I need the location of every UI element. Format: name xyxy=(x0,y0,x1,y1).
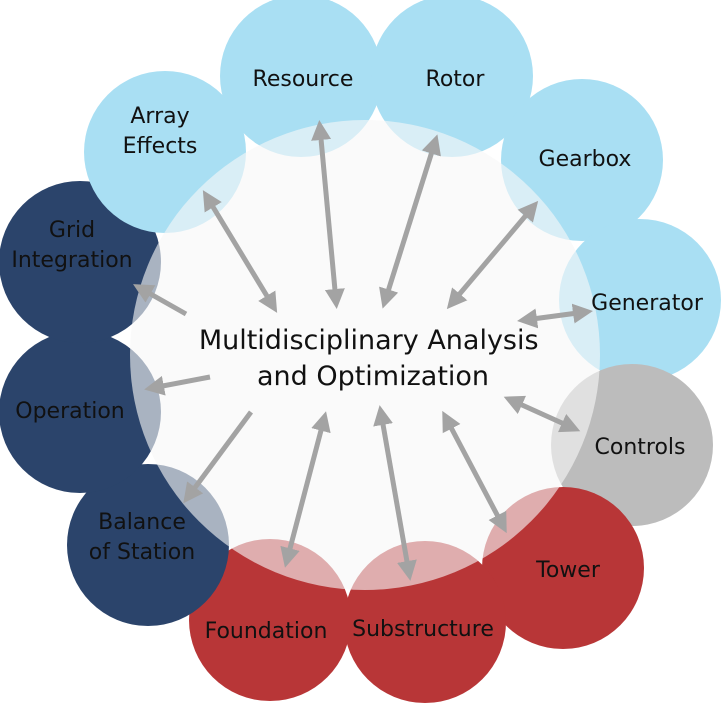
array-effects-label-line-2: Effects xyxy=(123,134,198,159)
resource-arrow xyxy=(311,120,345,309)
generator-label-line-1: Generator xyxy=(591,291,704,316)
tower-label-line-1: Tower xyxy=(535,558,601,583)
center-label-line-1: Multidisciplinary Analysis xyxy=(199,325,539,356)
controls-label-line-1: Controls xyxy=(595,435,686,460)
substructure-arrow xyxy=(373,405,417,581)
rotor-arrow xyxy=(379,134,441,309)
rotor-circle xyxy=(371,0,533,157)
operation-arrow xyxy=(144,374,211,396)
rotor-label: Rotor xyxy=(426,67,486,92)
resource-label: Resource xyxy=(253,67,354,92)
grid-integration-label-line-2: Integration xyxy=(11,248,132,273)
gearbox-arrow xyxy=(446,200,539,310)
gearbox-label: Gearbox xyxy=(539,147,632,172)
controls-arrow xyxy=(503,395,581,433)
array-effects-arrow xyxy=(202,190,278,313)
operation-label: Operation xyxy=(15,399,124,424)
tower-label: Tower xyxy=(535,558,601,583)
balance-of-station-label: Balance of Station xyxy=(89,510,195,565)
grid-integration-circle xyxy=(0,181,161,343)
substructure-label: Substructure xyxy=(352,617,494,642)
foundation-label: Foundation xyxy=(205,619,328,644)
gearbox-label-line-1: Gearbox xyxy=(539,147,632,172)
generator-label: Generator xyxy=(591,291,704,316)
arrows xyxy=(133,120,593,581)
operation-label-line-1: Operation xyxy=(15,399,124,424)
center-label-line-2: and Optimization xyxy=(257,361,489,392)
generator-arrow xyxy=(517,303,593,329)
balance-of-station-arrow xyxy=(183,410,254,504)
foundation-label-line-1: Foundation xyxy=(205,619,328,644)
foundation-arrow xyxy=(280,411,331,568)
balance-of-station-label-line-1: Balance xyxy=(98,510,186,535)
resource-label-line-1: Resource xyxy=(253,67,354,92)
node-labels: Resource RotorGearboxGeneratorControlsTow… xyxy=(11,67,703,644)
substructure-label-line-1: Substructure xyxy=(352,617,494,642)
center-label: Multidisciplinary Analysis and Optimizat… xyxy=(199,325,547,392)
grid-integration-label-line-1: Grid xyxy=(49,218,95,243)
rotor-label-line-1: Rotor xyxy=(426,67,486,92)
resource-circle xyxy=(220,0,382,157)
controls-label: Controls xyxy=(595,435,686,460)
balance-of-station-label-line-2: of Station xyxy=(89,540,195,565)
array-effects-label-line-1: Array xyxy=(130,104,189,129)
grid-integration-arrow xyxy=(133,284,188,317)
tower-arrow xyxy=(442,410,507,534)
operation-circle xyxy=(0,331,161,493)
